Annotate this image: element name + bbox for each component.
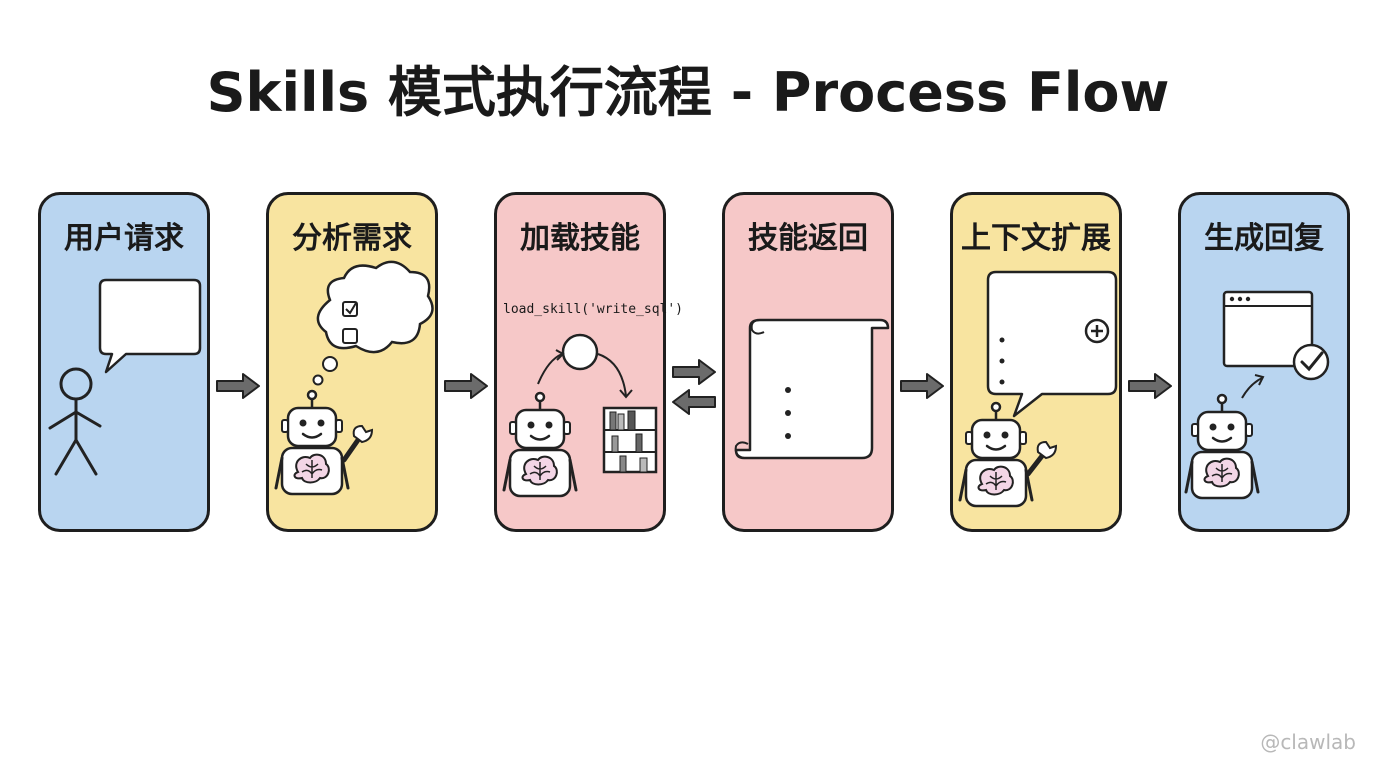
step-title: 分析需求 <box>292 221 412 256</box>
step-title: 用户请求 <box>64 221 184 256</box>
scroll-heading: SQL 编写专家 <box>759 343 854 361</box>
thought-sql-text: SQL? <box>365 304 406 323</box>
step-title: 上下文扩展 <box>961 221 1111 256</box>
arrow-right-icon <box>672 359 716 385</box>
arrow-right-icon <box>1128 373 1172 399</box>
bubble-line-2: 的SQL <box>997 308 1039 324</box>
step-title: 技能返回 <box>748 221 868 256</box>
step-load-skill: 加载技能 load_skill('write_sql') fm <box>494 192 683 532</box>
arrow-right-icon <box>900 373 944 399</box>
scroll-item-3: 索引建议 <box>777 419 838 437</box>
page-title: Skills 模式执行流程 - Process Flow <box>206 61 1170 124</box>
step-generate-reply: 生成回复 SELECT... <box>1178 192 1350 532</box>
step-analyze-request: 分析需求 SQL? ✓ <box>266 192 438 532</box>
function-label: fm <box>573 347 593 365</box>
load-skill-call: load_skill('write_sql') <box>503 302 684 317</box>
arrow-right-icon <box>444 373 488 399</box>
step-skill-return: 技能返回 SQL 编写专家 参数化查询 JOIN优先 索引建议 <box>722 192 894 532</box>
step-context-expansion: 上下文扩展 写个查询订单 的SQL 参数化查询 JOIN优先 索引建议 <box>950 192 1122 532</box>
bubble-item-3: 索引建议 <box>1011 378 1064 393</box>
step-user-request: 用户请求 写个查询 订单的SQL <box>38 192 210 532</box>
bubble-item-1: 参数化查询 <box>1011 336 1077 351</box>
watermark: @clawlab <box>1260 730 1356 754</box>
step-title: 加载技能 <box>520 221 640 256</box>
bubble-line-1: 写个查询订单 <box>997 286 1081 302</box>
step-title: 生成回复 <box>1204 221 1324 256</box>
speech-bubble-line-2: 订单的SQL <box>99 324 179 343</box>
speech-bubble-line-1: 写个查询 <box>99 300 164 319</box>
window-text: SELECT... <box>1233 320 1309 336</box>
scroll-item-2: JOIN优先 <box>777 396 839 414</box>
arrow-right-icon <box>216 373 260 399</box>
scroll-item-1: 参数化查询 <box>777 373 853 391</box>
thought-check-text: ✓ <box>367 326 384 350</box>
arrow-left-icon <box>672 389 716 415</box>
bubble-item-2: JOIN优先 <box>1011 357 1065 372</box>
